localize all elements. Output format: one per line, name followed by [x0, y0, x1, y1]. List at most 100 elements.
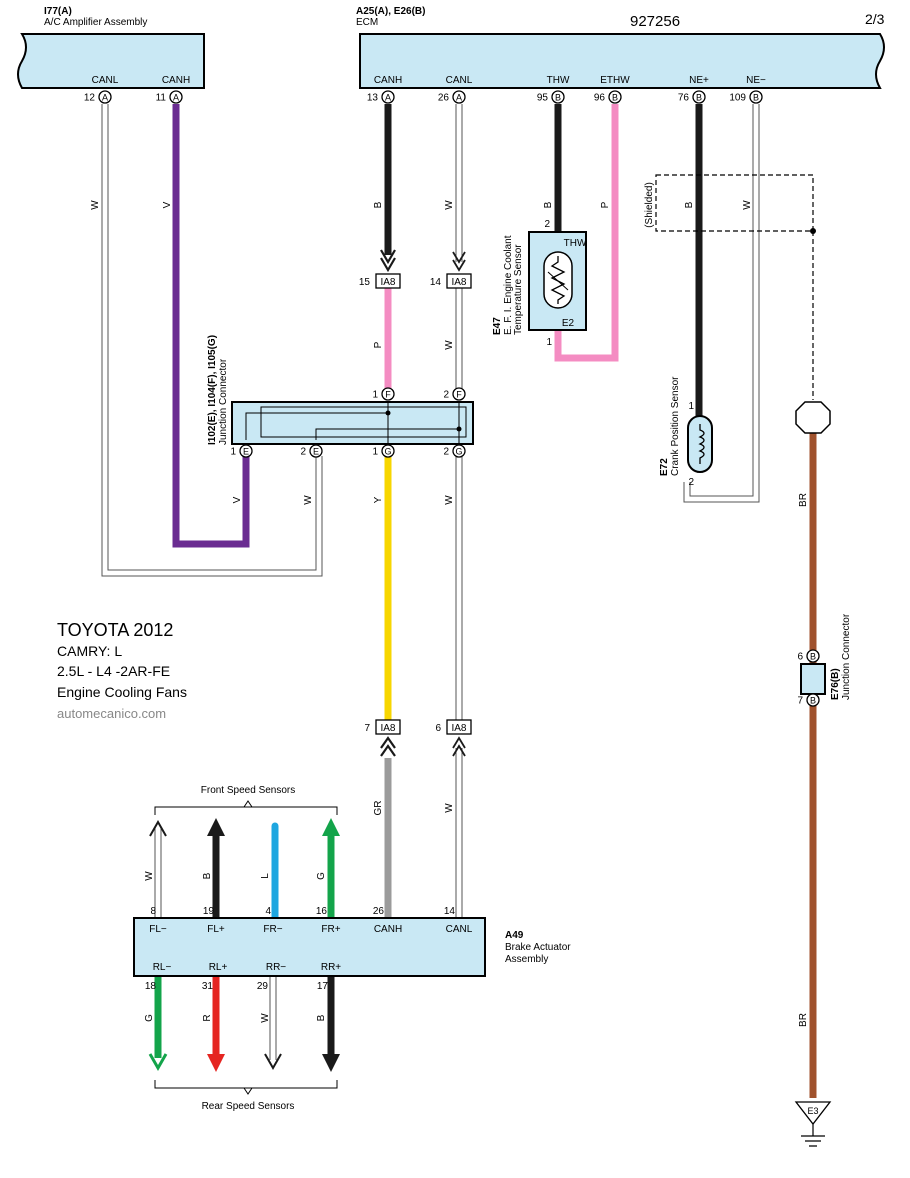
junction-pin-1e-num: 1 — [230, 447, 236, 458]
label-l-fr-minus: L — [260, 873, 271, 879]
brake-code: A49 — [505, 930, 524, 941]
junction-pin-2g-num: 2 — [443, 447, 449, 458]
ecm-name: ECM — [356, 17, 378, 28]
ecm-pin-ne-minus-conn: B — [753, 93, 759, 103]
junction-pin-1f-conn: F — [385, 390, 391, 400]
white-wires — [101, 104, 760, 1060]
arrow-rl-plus — [207, 1054, 225, 1072]
junction-pin-2f-conn: F — [456, 390, 462, 400]
coil-icon — [698, 424, 705, 464]
page-number: 2/3 — [865, 11, 885, 27]
ground-label: E3 — [807, 1106, 818, 1116]
label-g-fr-plus: G — [316, 872, 327, 880]
ac-amp-pin-canl-num: 12 — [84, 93, 96, 104]
label-y-canh: Y — [373, 496, 384, 503]
ecm-pin-thw-label: THW — [547, 75, 570, 86]
ia8-6-label: IA8 — [451, 723, 466, 734]
ia8-14-pin: 14 — [430, 277, 442, 288]
brake-rl-plus-label: RL+ — [209, 962, 228, 973]
brake-pin-26: 26 — [373, 906, 385, 917]
rear-sensors-label: Rear Speed Sensors — [202, 1101, 295, 1112]
e76-pin-top-conn: B — [810, 652, 816, 662]
wire-violet-canh — [172, 104, 250, 548]
label-p-can: P — [373, 341, 384, 348]
front-sensors-label: Front Speed Sensors — [201, 785, 296, 796]
ac-amp-pin-canh-label: CANH — [162, 75, 190, 86]
junction-pin-2e-conn: E — [313, 447, 319, 457]
brake-pin-18: 18 — [145, 981, 157, 992]
brake-name-line2: Assembly — [505, 954, 548, 965]
brake-fr-plus-label: FR+ — [321, 924, 340, 935]
junction-code: I102(E), I104(F), I105(G) — [207, 335, 218, 445]
front-sensors-brace — [154, 800, 338, 815]
ecm-pin-thw-conn: B — [555, 93, 561, 103]
ac-amp-pin-canl-conn: A — [102, 93, 108, 103]
coolant-terminal-e2: E2 — [562, 318, 575, 329]
ground-e3: E3 — [794, 1101, 832, 1147]
shield: (Shielded) — [644, 174, 831, 434]
ia8-7-label: IA8 — [380, 723, 395, 734]
ia8-14-arrow — [452, 251, 466, 272]
label-w-brake-canl: W — [444, 803, 455, 813]
ia8-14-label: IA8 — [451, 277, 466, 288]
label-v-ac-canh: V — [162, 201, 173, 208]
label-w-ne-minus: W — [742, 200, 753, 210]
coolant-name-line2: Temperature Sensor — [513, 244, 524, 335]
label-r-rl-plus: R — [202, 1014, 213, 1021]
junction-pin-1e-conn: E — [243, 447, 249, 457]
wire-color-labels: W V B W B P B W P W V W Y W GR W BR BR W… — [90, 200, 809, 1027]
brake-rr-plus-label: RR+ — [321, 962, 341, 973]
label-w-ecm-canl: W — [444, 200, 455, 210]
label-w-can: W — [444, 340, 455, 350]
brake-pin-19: 19 — [203, 906, 215, 917]
rear-sensors-brace — [154, 1080, 338, 1095]
ecm-pin-ne-plus-label: NE+ — [689, 75, 709, 86]
ia8-15-label: IA8 — [380, 277, 395, 288]
ia8-6-arrow — [452, 736, 466, 757]
ac-amp-pin-canh-num: 11 — [156, 93, 167, 104]
label-p-ethw: P — [600, 201, 611, 208]
ia8-6-pin: 6 — [435, 723, 441, 734]
ecm-pin-ethw-label: ETHW — [600, 75, 630, 86]
label-w-fl-minus: W — [144, 871, 155, 881]
crank-sensor: 1 2 E72 Crank Position Sensor — [659, 376, 713, 488]
coolant-pin-bottom: 1 — [546, 337, 552, 348]
wire-pink-ethw — [554, 104, 619, 362]
shielded-label: (Shielded) — [644, 182, 655, 228]
ecm-pin-canl-num: 26 — [438, 93, 450, 104]
arrow-fl-plus — [207, 818, 225, 836]
brake-canl-label: CANL — [446, 924, 473, 935]
ecm-pin-ethw-conn: B — [612, 93, 618, 103]
title-brand: TOYOTA 2012 — [57, 620, 173, 640]
ac-amp-pins: A 12 A 11 — [84, 90, 183, 104]
title-model: CAMRY: L — [57, 643, 122, 659]
title-system: Engine Cooling Fans — [57, 684, 187, 700]
crank-pin-top: 1 — [688, 401, 694, 412]
ac-amp-pin-canh-conn: A — [173, 93, 179, 103]
ia8-15-arrow — [380, 249, 396, 273]
ecm-pin-thw-num: 95 — [537, 93, 549, 104]
e76-name: Junction Connector — [841, 613, 852, 700]
ecm-code: A25(A), E26(B) — [356, 6, 425, 17]
label-g-rl-minus: G — [144, 1014, 155, 1022]
brake-pin-16: 16 — [316, 906, 328, 917]
arrow-rr-plus — [322, 1054, 340, 1072]
label-br-shield-top: BR — [798, 493, 809, 507]
e76-pin-bottom-num: 7 — [797, 696, 803, 707]
label-w-ac-canl: W — [90, 200, 101, 210]
ecm-pin-canh-num: 13 — [367, 93, 379, 104]
brake-pin-17: 17 — [317, 981, 329, 992]
coolant-sensor: THW E2 2 1 E47 E. F. I. Engine Coolant T… — [492, 219, 587, 348]
brake-canh-label: CANH — [374, 924, 402, 935]
e76-junction: B 6 B 7 E76(B) Junction Connector — [797, 613, 852, 707]
label-b-rr-plus: B — [316, 1014, 327, 1021]
crank-pin-bottom: 2 — [688, 477, 694, 488]
junction-pin-1g-num: 1 — [372, 447, 378, 458]
label-gr-canh: GR — [373, 801, 384, 816]
brake-pin-4: 4 — [265, 906, 271, 917]
brake-rr-minus-label: RR− — [266, 962, 286, 973]
e76-pin-top-num: 6 — [797, 652, 803, 663]
ia8-7-arrow — [380, 736, 396, 757]
label-b-ecm-canh: B — [373, 201, 384, 208]
label-b-ne-plus: B — [684, 201, 695, 208]
